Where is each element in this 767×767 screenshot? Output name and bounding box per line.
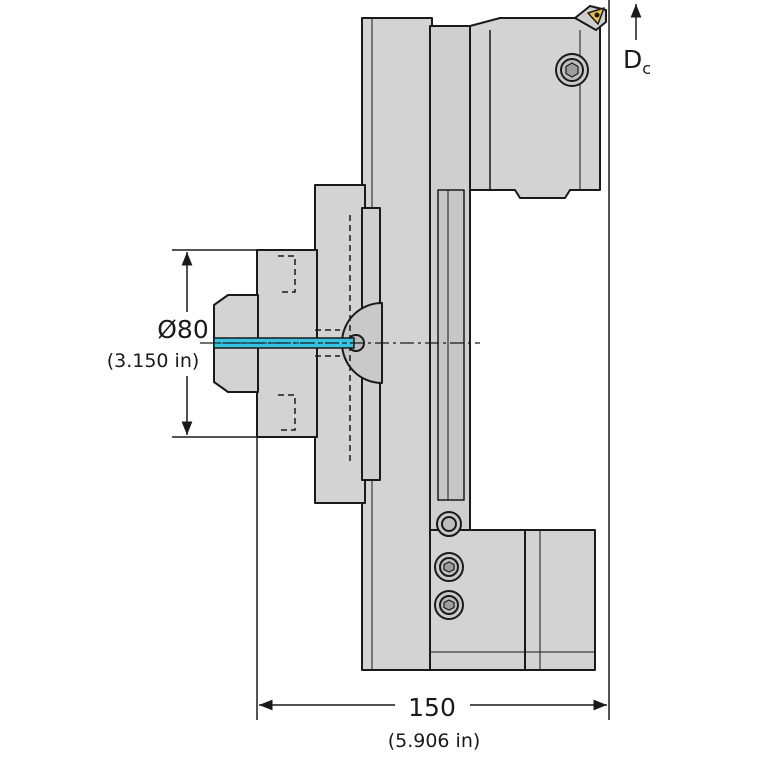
lower-screw-icon-3 [434,590,464,620]
diameter-imperial: (3.150 in) [107,350,200,372]
length-value: 150 [408,693,456,722]
cutting-insert-icon [574,5,607,31]
diameter-value: Ø80 [157,315,209,344]
length-imperial: (5.906 in) [388,730,481,752]
lower-screw-icon-2 [434,552,464,582]
dc-label: Dc [623,45,651,78]
dc-letter: D [623,45,642,74]
lower-clamp [524,529,596,671]
diameter-dimension [172,249,258,438]
length-dimension [256,0,610,720]
lower-screw-icon-1 [436,511,462,537]
tool-body [213,5,607,671]
dc-subscript: c [642,59,651,78]
upper-screw-icon [555,53,589,87]
